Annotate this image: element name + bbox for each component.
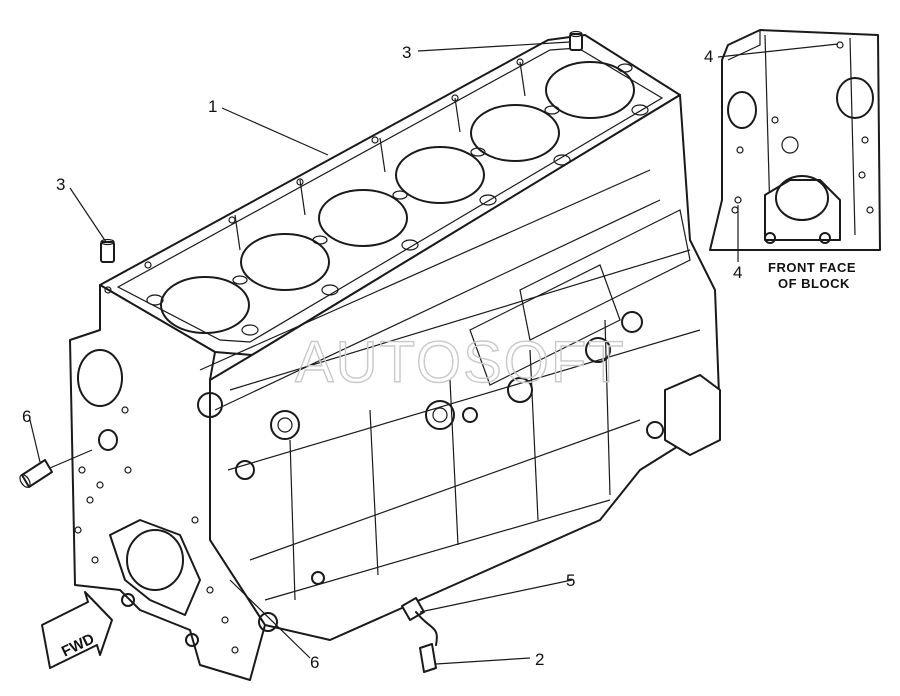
front-bore-small [98, 429, 118, 451]
callout-6-bottom: 6 [310, 653, 319, 672]
deck-inner-edge [116, 47, 664, 343]
dowel-part [100, 238, 115, 263]
fwd-direction-arrow: FWD [41, 591, 113, 669]
inset-block-outline [709, 29, 881, 251]
leader-4-top [717, 43, 839, 58]
side-boss-8 [646, 421, 664, 439]
leader-3-top [417, 41, 571, 52]
callout-6-left: 6 [22, 407, 31, 426]
front-face-features [74, 349, 239, 654]
callout-leaders [29, 41, 839, 665]
dowel-part-top [569, 30, 583, 51]
cylinder-bore-5 [470, 104, 560, 162]
side-boss-10 [258, 612, 278, 632]
leader-6-left-b [49, 449, 93, 469]
cylinder-bore-1 [160, 276, 250, 334]
sensor-fitting [419, 643, 437, 673]
front-bore-upper [77, 349, 123, 407]
inset-bearing-saddle [764, 179, 841, 241]
side-boss-4 [507, 377, 533, 403]
callout-3-top: 3 [402, 43, 411, 62]
cylinder-bore-3 [318, 189, 408, 247]
rear-mount-boss [664, 374, 721, 456]
side-boss-11 [311, 571, 325, 585]
callout-1: 1 [208, 97, 217, 116]
skirt-line-lower [249, 419, 641, 561]
callout-2: 2 [535, 650, 544, 669]
plug-part [19, 459, 53, 488]
front-face-inset [709, 29, 881, 251]
fwd-arrow-shape [41, 591, 113, 669]
skirt-line-mid [227, 329, 701, 471]
leader-3-left [69, 187, 107, 243]
side-ribs [289, 319, 611, 601]
side-boss-3 [425, 400, 455, 430]
callout-4-bottom: 4 [733, 263, 742, 282]
inset-caption: FRONT FACE OF BLOCK [768, 260, 856, 291]
callout-labels: 1 2 3 3 4 4 5 6 6 [22, 43, 742, 672]
cylinder-bore-6 [545, 61, 635, 119]
side-boss-2 [270, 410, 300, 440]
cylinder-bore-2 [240, 233, 330, 291]
cylinder-bores [160, 61, 635, 334]
block-front-face [69, 284, 266, 681]
callout-4-top: 4 [704, 47, 713, 66]
aux-cover-plate [519, 209, 691, 341]
side-boss-1 [197, 392, 223, 418]
inset-cam-bore [836, 77, 874, 119]
coolant-passages [146, 63, 649, 336]
leader-2 [435, 657, 531, 665]
leader-6-left [29, 419, 41, 463]
side-boss-5 [585, 337, 611, 363]
side-boss-9 [235, 460, 255, 480]
deck-bolt-holes [104, 58, 524, 294]
side-boss-6 [621, 311, 643, 333]
inset-caption-line1: FRONT FACE [768, 260, 856, 275]
engine-block [69, 34, 721, 681]
callout-5: 5 [566, 571, 575, 590]
cylinder-bore-4 [395, 146, 485, 204]
crankshaft-bore [126, 529, 184, 591]
leader-5 [419, 579, 573, 613]
cam-cover-plate [469, 264, 621, 386]
cam-bore-rail-lower [214, 199, 661, 411]
plug-boss [462, 407, 478, 423]
leader-1 [221, 107, 329, 156]
watermark-text: AUTOSOFT [295, 330, 626, 395]
head-bolt-bosses [234, 61, 526, 251]
leader-6-bottom [229, 579, 311, 659]
inset-upper-bore [727, 91, 757, 129]
callout-3-left: 3 [56, 175, 65, 194]
sensor-wire [415, 611, 438, 646]
inset-caption-line2: OF BLOCK [778, 276, 850, 291]
inset-crank-bore [775, 175, 829, 221]
cam-bore-rail [199, 169, 651, 371]
sensor-assembly [401, 597, 438, 673]
